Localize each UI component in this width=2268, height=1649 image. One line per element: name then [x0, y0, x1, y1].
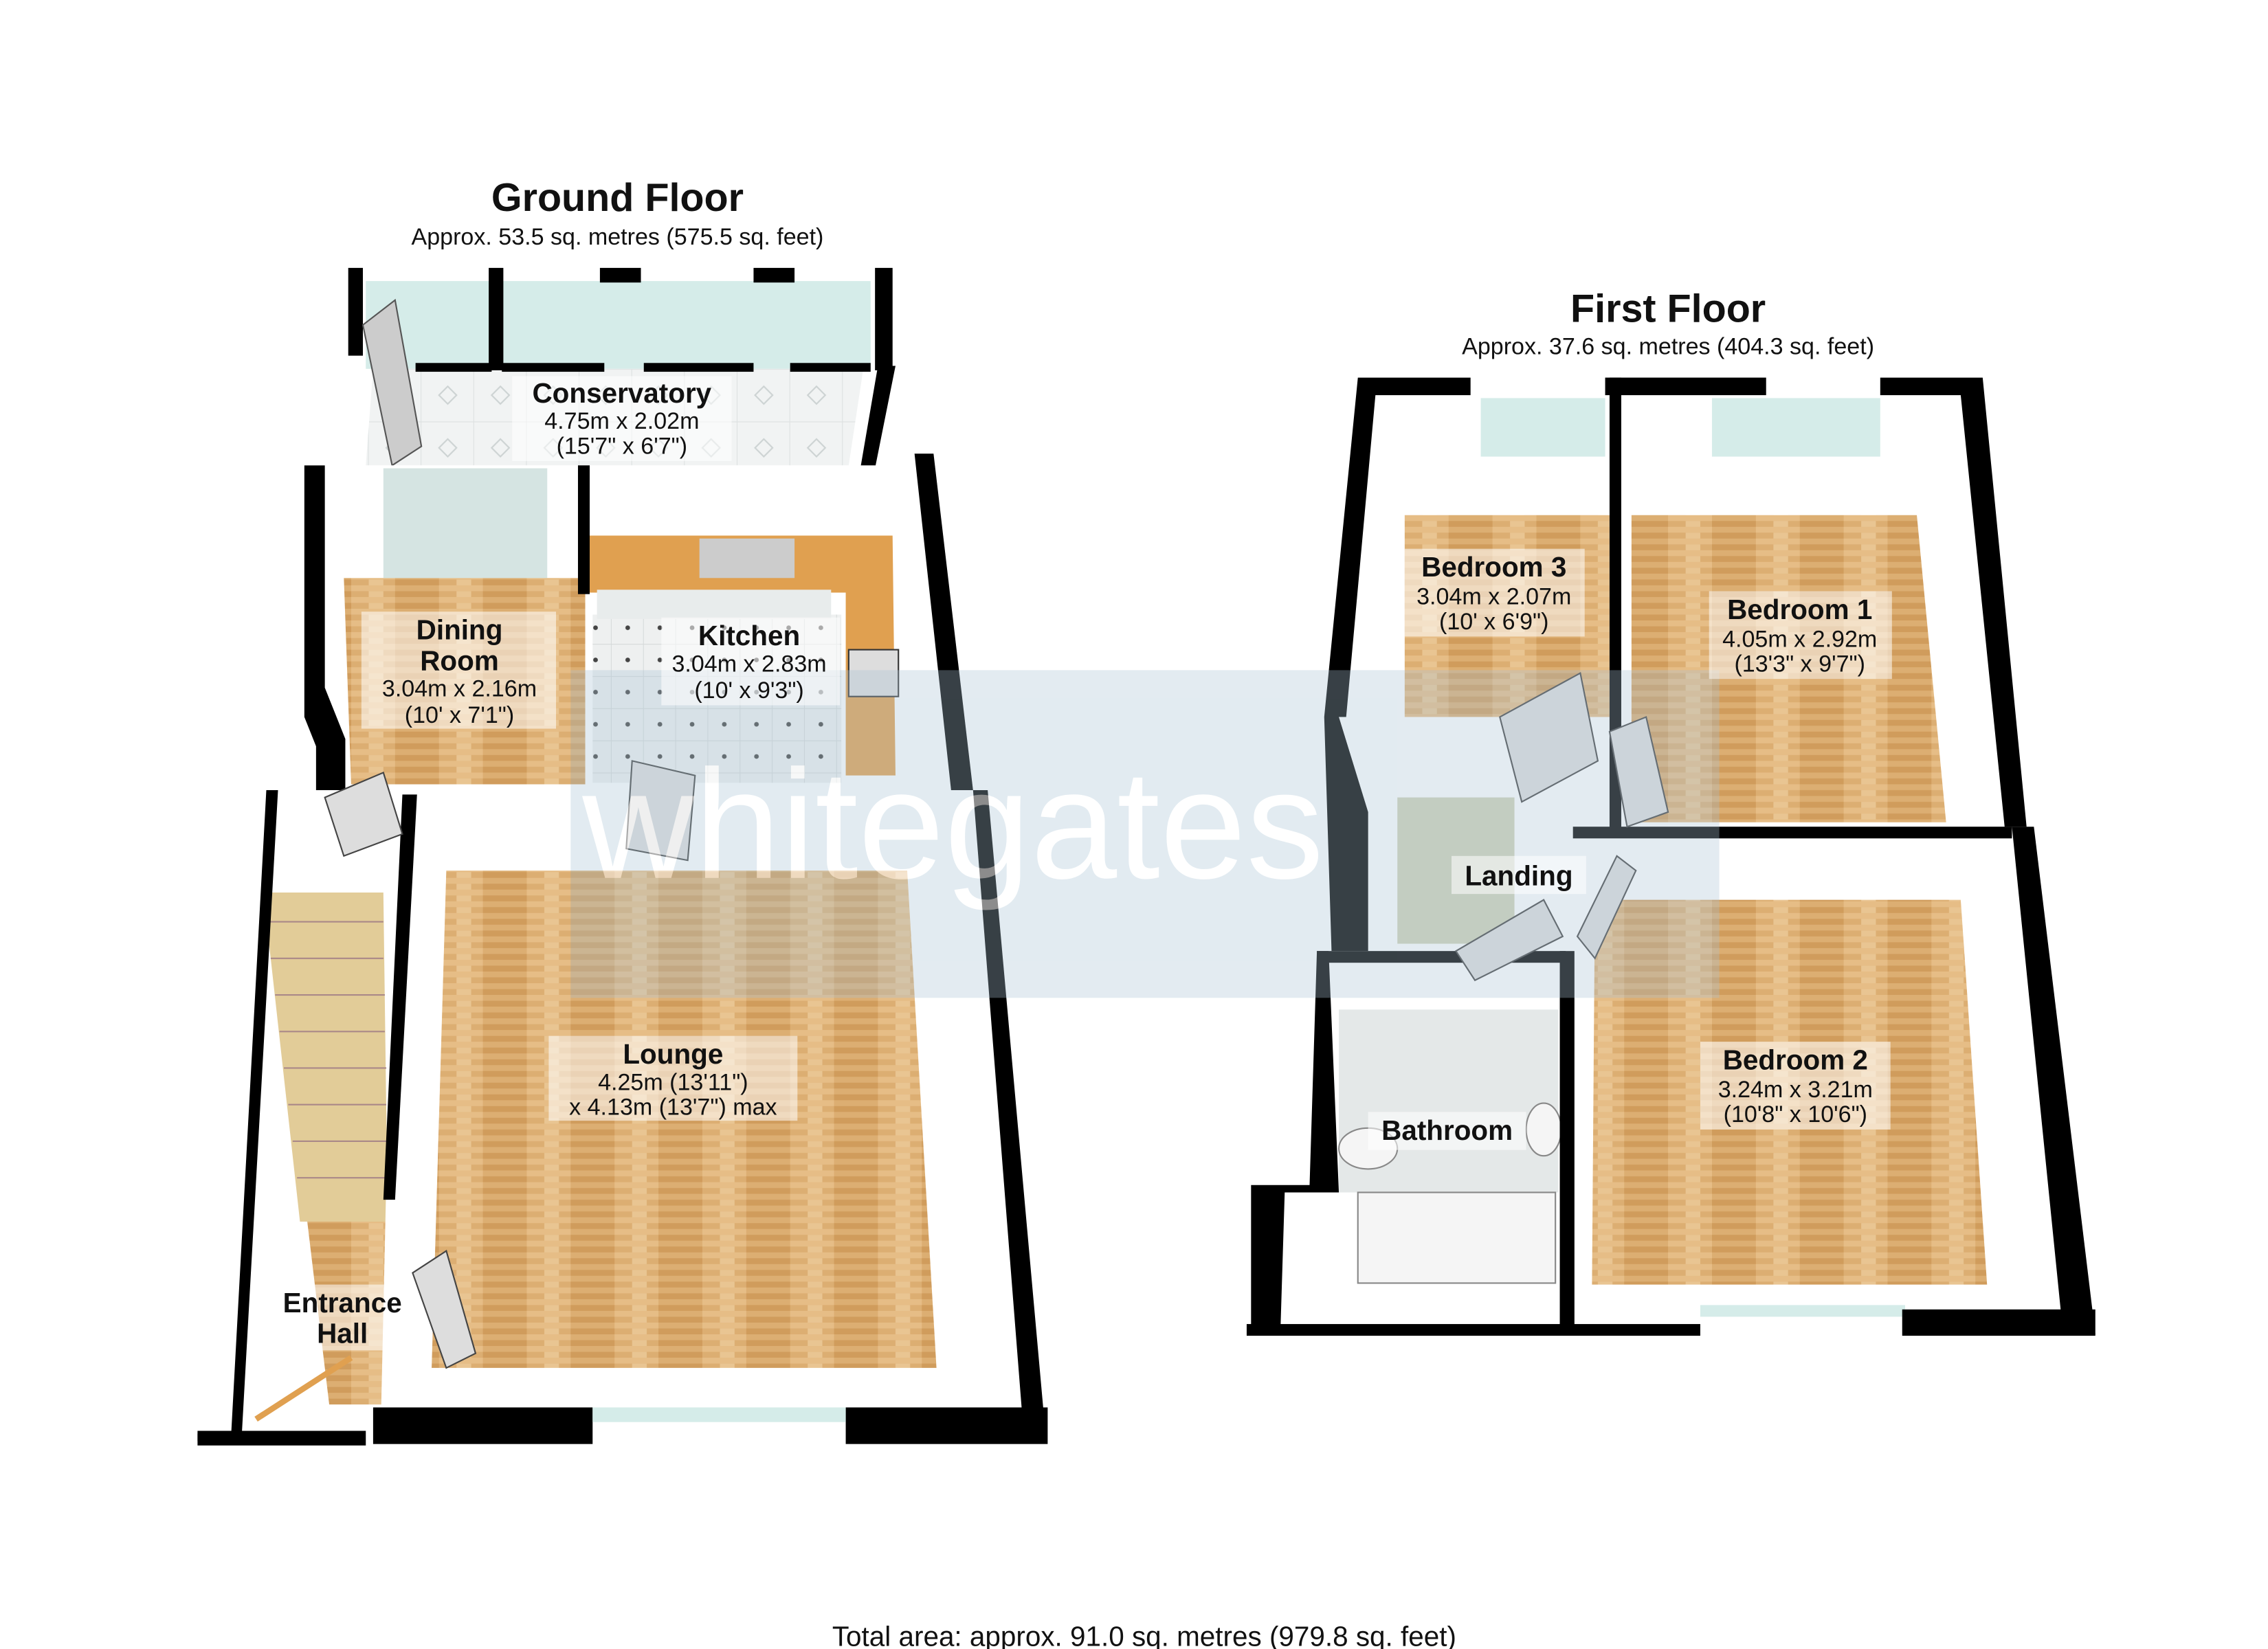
dining-door-icon [324, 771, 403, 857]
conservatory-dims: 4.75m x 2.02m [544, 408, 699, 434]
dining-imperial: (10' x 7'1") [405, 702, 514, 728]
label-dining-room: Dining Room 3.04m x 2.16m (10' x 7'1") [361, 612, 557, 729]
first-floor-title: First Floor [1570, 287, 1766, 331]
bedroom-3 [1324, 377, 1610, 720]
kitchen-imperial: (10' x 9'3") [694, 677, 803, 704]
bedroom3-name: Bedroom 3 [1421, 551, 1566, 583]
kitchen-dims: 3.04m x 2.83m [671, 651, 826, 677]
label-bedroom-3: Bedroom 3 3.04m x 2.07m (10' x 6'9") [1404, 548, 1585, 637]
ground-floor-title: Ground Floor [491, 176, 744, 220]
hall-name-2: Hall [317, 1318, 368, 1349]
sink-icon [699, 538, 795, 579]
conservatory-imperial: (15'7" x 6'7") [557, 433, 687, 459]
label-kitchen: Kitchen 3.04m x 2.83m (10' x 9'3") [661, 617, 841, 706]
label-lounge: Lounge 4.25m (13'11") x 4.13m (13'7") ma… [548, 1035, 798, 1121]
bedroom3-dims: 3.04m x 2.07m [1416, 584, 1571, 610]
bedroom2-name: Bedroom 2 [1723, 1044, 1868, 1076]
label-landing: Landing [1452, 855, 1586, 895]
dining-dims: 3.04m x 2.16m [382, 676, 537, 702]
basin-icon [1525, 1102, 1562, 1157]
bedroom3-imperial: (10' x 6'9") [1439, 609, 1548, 635]
dining-name-1: Dining [416, 614, 503, 646]
bedroom1-dims: 4.05m x 2.92m [1722, 626, 1877, 652]
lounge-door-icon [412, 1249, 477, 1369]
lounge-imperial: x 4.13m (13'7") max [569, 1095, 777, 1121]
lounge-dims: 4.25m (13'11") [598, 1069, 748, 1095]
bedroom3-door-icon [1499, 672, 1599, 803]
label-bathroom: Bathroom [1368, 1112, 1526, 1150]
bedroom1-door-icon [1608, 716, 1669, 828]
landing-name: Landing [1465, 860, 1572, 891]
label-conservatory: Conservatory 4.75m x 2.02m (15'7" x 6'7"… [512, 376, 732, 461]
conservatory [339, 267, 896, 469]
bedroom1-name: Bedroom 1 [1727, 594, 1872, 625]
bedroom2-dims: 3.24m x 3.21m [1718, 1077, 1873, 1103]
bathroom-door-icon [1454, 899, 1564, 982]
label-bedroom-1: Bedroom 1 4.05m x 2.92m (13'3" x 9'7") [1709, 591, 1892, 680]
watermark: whitegates [570, 670, 1720, 998]
bedroom2-door-icon [1576, 855, 1637, 960]
bedroom2-imperial: (10'8" x 10'6") [1724, 1101, 1867, 1128]
bedroom1-imperial: (13'3" x 9'7") [1734, 651, 1865, 677]
label-entrance-hall: Entrance Hall [270, 1284, 414, 1351]
conservatory-name: Conservatory [532, 377, 711, 409]
conservatory-door-icon [362, 298, 423, 467]
stairs-icon [266, 921, 388, 1179]
lounge-name: Lounge [623, 1038, 723, 1070]
watermark-text: whitegates [581, 738, 1324, 911]
bathroom-name: Bathroom [1381, 1114, 1513, 1146]
hall-name-1: Entrance [283, 1287, 402, 1319]
room-labels: Conservatory 4.75m x 2.02m (15'7" x 6'7"… [270, 376, 1892, 1351]
label-bedroom-2: Bedroom 2 3.24m x 3.21m (10'8" x 10'6") [1700, 1042, 1891, 1130]
hob-icon [847, 649, 900, 697]
ground-floor-area: Approx. 53.5 sq. metres (575.5 sq. feet) [411, 224, 823, 250]
kitchen-door-icon [625, 760, 696, 862]
total-area: Total area: approx. 91.0 sq. metres (979… [832, 1620, 1456, 1649]
first-floor-area: Approx. 37.6 sq. metres (404.3 sq. feet) [1462, 334, 1874, 360]
kitchen-name: Kitchen [698, 620, 800, 651]
dining-name-2: Room [420, 644, 499, 676]
bath-icon [1357, 1191, 1557, 1284]
